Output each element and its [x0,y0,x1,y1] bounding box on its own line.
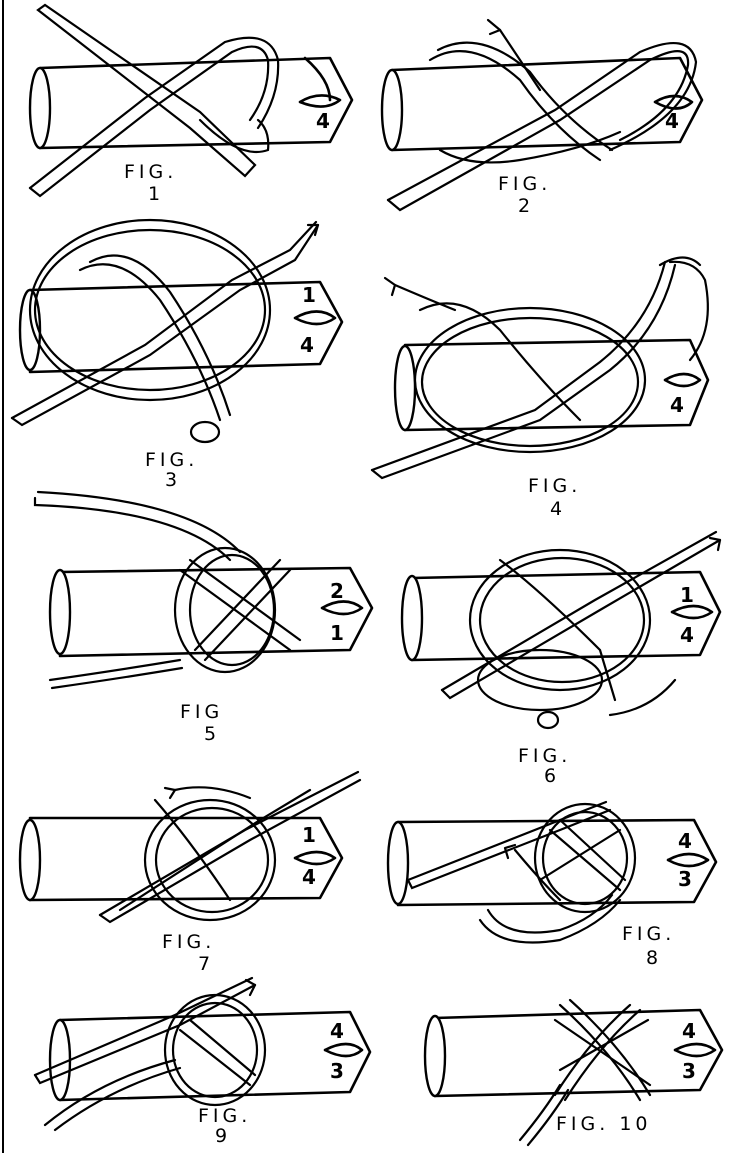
figure-label-word: FIG. [124,161,177,183]
face-number: 1 [330,621,344,645]
face-number: 4 [682,1019,696,1043]
figure-8: 4 3 FIG. 8 [386,800,718,969]
figure-4: 4 FIG. 4 [370,256,710,520]
cord [406,800,637,944]
cord [518,998,652,1147]
dowel [48,566,374,658]
dowel [400,570,722,662]
figure-label-number: 2 [518,195,530,217]
face-number: 4 [680,623,694,647]
figure-6: 1 4 FIG. 6 [400,530,722,787]
figure-label-word: FIG. [198,1105,251,1127]
face-number: 3 [682,1059,696,1083]
face-number: 4 [678,829,692,853]
dowel [48,1010,372,1102]
figure-label-word: FIG. [498,173,551,195]
figure-label-word: FIG. [162,931,215,953]
face-number: 1 [302,283,316,307]
figure-label-number: 7 [198,953,210,975]
face-number: 4 [330,1019,344,1043]
figure-label-number: 5 [204,723,216,745]
dowel [18,280,344,374]
figure-label-number: 1 [148,183,160,205]
figure-label-number: 8 [646,947,658,969]
cord [98,770,362,924]
dowel [28,56,354,150]
figure-label-number: 9 [215,1125,227,1147]
cord [440,530,722,730]
cord [28,3,280,198]
dowel [393,338,710,432]
face-number: 4 [665,109,679,133]
face-number: 2 [330,579,344,603]
cord [33,490,302,690]
figure-10: 4 3 FIG. 10 [423,998,724,1147]
figure-1: 4 FIG. 1 [28,3,354,205]
figure-9: 4 3 FIG. 9 [33,976,372,1147]
figure-label-number: 4 [550,498,562,520]
figure-7: 1 4 FIG. 7 [18,770,362,975]
dowel [380,56,704,152]
face-number: 1 [680,583,694,607]
figure-label-word: FIG. 10 [556,1113,652,1135]
face-number: 4 [316,109,330,133]
cord [386,18,698,212]
figure-label-number: 3 [165,469,177,491]
face-number: 4 [302,865,316,889]
figure-label-word: FIG. [518,745,571,767]
figure-5: 2 1 FIG 5 [33,490,374,745]
figure-3: 1 4 FIG. 3 [10,218,344,491]
cord [370,256,709,480]
face-number: 4 [670,393,684,417]
dowel [386,818,718,907]
figure-label-word: FIG. [528,475,581,497]
figure-label-number: 6 [544,765,556,787]
figure-2: 4 FIG. 2 [380,18,704,217]
figure-label-word: FIG. [145,449,198,471]
face-number: 3 [678,867,692,891]
face-number: 4 [300,333,314,357]
cord [33,976,267,1132]
cord [10,218,320,444]
figure-label-word: FIG. [622,923,675,945]
figure-label-word: FIG [180,701,223,723]
face-number: 3 [330,1059,344,1083]
face-number: 1 [302,823,316,847]
dowel [423,1008,724,1098]
